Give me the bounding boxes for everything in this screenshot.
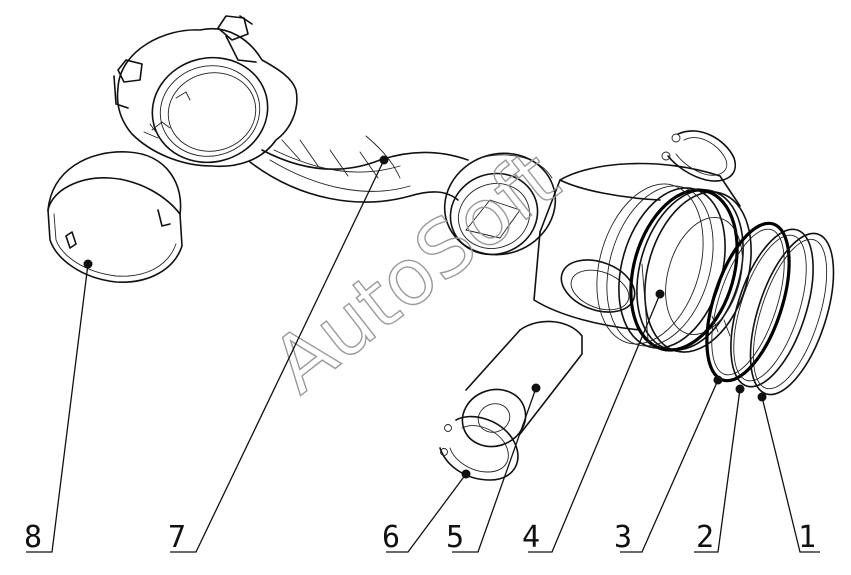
part-label-5: 5 xyxy=(446,520,464,555)
part-label-4: 4 xyxy=(522,520,540,555)
callout-dot-7 xyxy=(379,155,389,165)
callout-dot-4 xyxy=(655,289,665,299)
callout-dot-8 xyxy=(83,259,93,269)
watermark-text: AutoSoft xyxy=(256,134,575,411)
part-label-3: 3 xyxy=(614,520,632,555)
callout-dot-3 xyxy=(713,375,723,385)
part-label-7: 7 xyxy=(168,520,186,555)
piston-rings xyxy=(705,221,835,396)
connecting-rod xyxy=(113,15,557,256)
part-label-2: 2 xyxy=(696,520,714,555)
leader-lines xyxy=(26,155,820,553)
upper-circlip xyxy=(661,130,737,182)
lower-circlip xyxy=(439,415,519,481)
bearing-shells xyxy=(47,151,183,283)
callout-dot-2 xyxy=(735,384,745,394)
callout-dot-6 xyxy=(461,469,471,479)
piston-pin xyxy=(461,320,583,448)
callout-dot-5 xyxy=(531,383,541,393)
part-label-6: 6 xyxy=(382,520,400,555)
part-label-8: 8 xyxy=(24,520,42,555)
part-label-1: 1 xyxy=(798,520,816,555)
callout-dot-1 xyxy=(757,392,767,402)
piston xyxy=(533,162,752,353)
part-labels: 1 2 3 4 5 6 7 8 xyxy=(24,520,816,555)
